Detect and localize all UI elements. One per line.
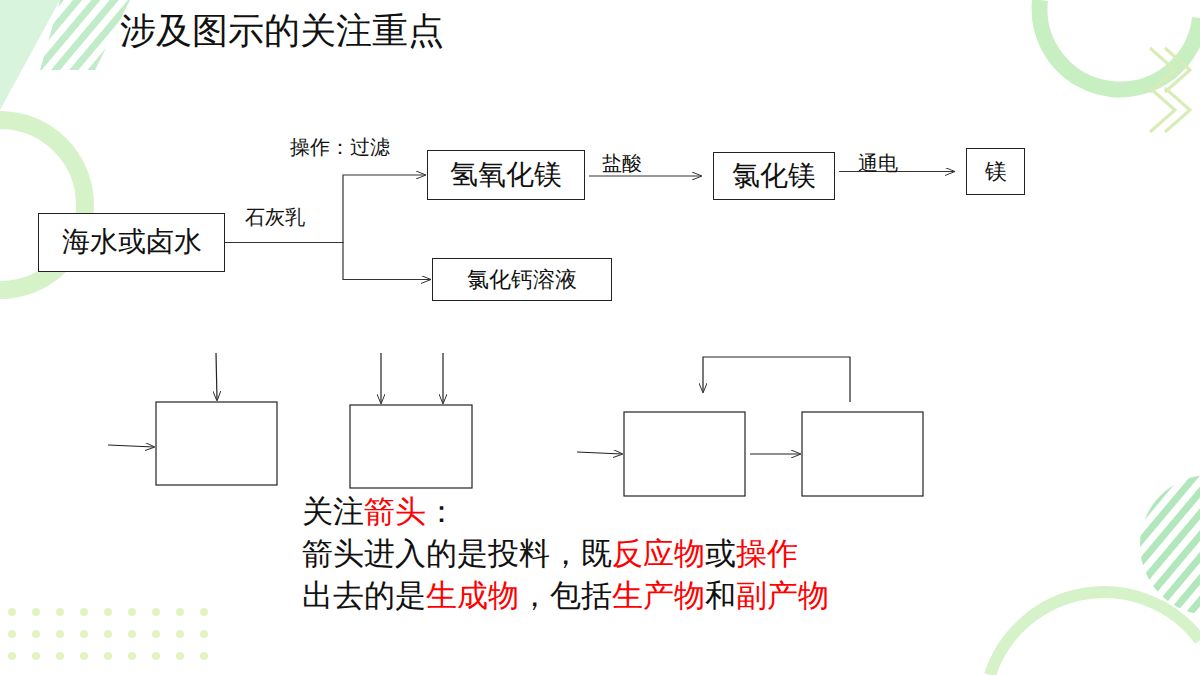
note-text: 箭头进入的是投料，既: [302, 535, 612, 571]
highlight-text: 操作: [736, 535, 798, 571]
node-text: 氢氧化镁: [450, 159, 562, 191]
flow-arrow: [225, 243, 430, 280]
note-text: 出去的是: [302, 577, 426, 613]
highlight-text: 副产物: [736, 577, 829, 613]
highlight-text: 生成物: [426, 577, 519, 613]
process-box: 氯化钙溶液: [432, 258, 612, 301]
flow-arrow: [589, 175, 701, 176]
note-line: 出去的是生成物，包括生产物和副产物: [302, 578, 829, 614]
note-text: ：: [426, 493, 457, 529]
note-text: 和: [705, 577, 736, 613]
edge-label: 操作：过滤: [290, 136, 390, 159]
process-box: 镁: [966, 148, 1025, 195]
process-box: 氯化镁: [713, 152, 835, 200]
node-text: 氯化钙溶液: [467, 267, 577, 292]
node-text: 镁: [985, 159, 1007, 184]
flow-arrow: [225, 175, 425, 243]
node-text: 氯化镁: [732, 160, 816, 192]
note-line: 箭头进入的是投料，既反应物或操作: [302, 536, 798, 572]
note-line: 关注箭头：: [302, 494, 457, 530]
highlight-text: 箭头: [364, 493, 426, 529]
edge-label: 通电: [858, 152, 898, 175]
highlight-text: 反应物: [612, 535, 705, 571]
node-text: 海水或卤水: [62, 226, 202, 258]
note-text: 或: [705, 535, 736, 571]
highlight-text: 生产物: [612, 577, 705, 613]
slide-title: 涉及图示的关注重点: [120, 10, 444, 51]
reagent-label: 石灰乳: [245, 206, 305, 229]
edge-label: 盐酸: [602, 152, 642, 175]
note-text: ，包括: [519, 577, 612, 613]
process-box: 海水或卤水: [38, 213, 225, 272]
note-text: 关注: [302, 493, 364, 529]
process-box: 氢氧化镁: [427, 150, 585, 200]
